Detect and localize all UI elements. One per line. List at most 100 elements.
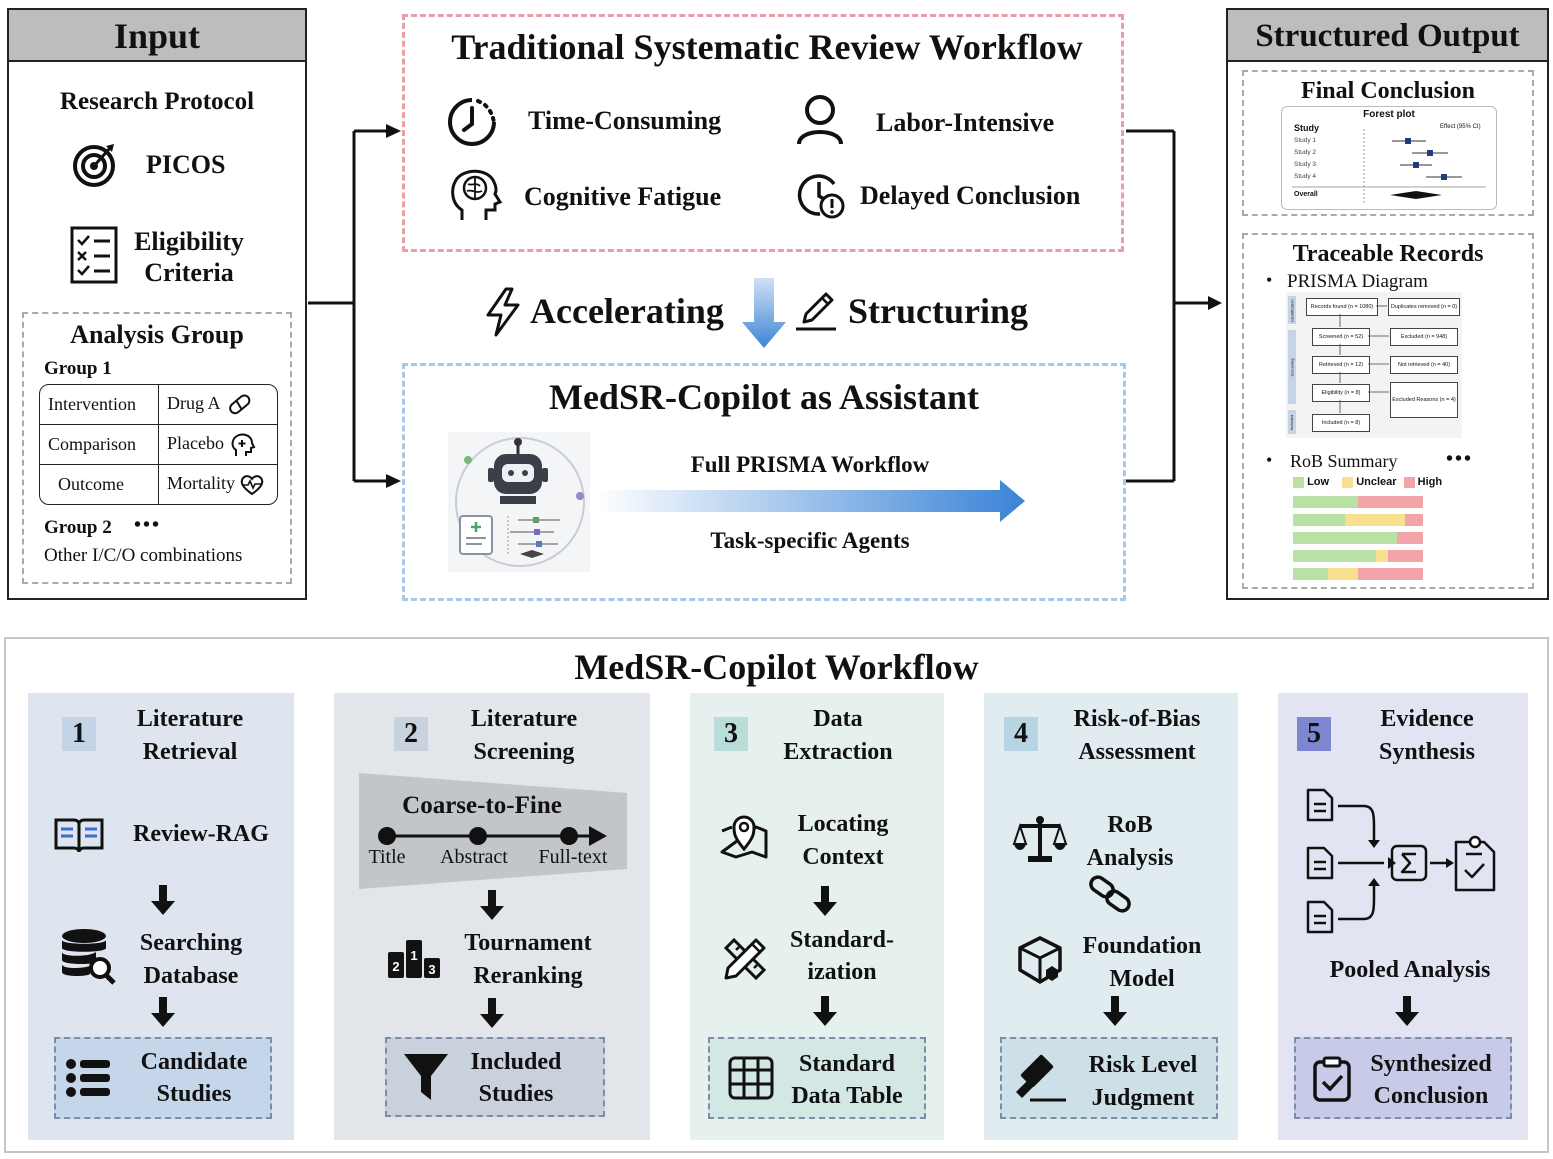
prisma-included: Included (n = 8): [1312, 414, 1370, 432]
candidate-studies-2: Studies: [156, 1081, 232, 1107]
stage-title: Title: [368, 846, 406, 868]
tournament-reranking-1: Tournament: [464, 930, 592, 956]
prisma-side-included: Included: [1288, 410, 1296, 434]
arrow-down-icon: [1395, 996, 1419, 1026]
list-icon: [66, 1059, 110, 1097]
rob-segment-low: [1293, 532, 1397, 544]
prisma-side-screening: Screening: [1288, 330, 1296, 404]
value-text: Placebo: [167, 432, 224, 453]
prisma-screened: Screened (n = 52): [1312, 328, 1370, 346]
value-cell: Mortality: [159, 465, 277, 504]
searching-database-1: Searching: [139, 930, 243, 956]
step-2-title-1: Literature: [470, 706, 578, 732]
arrow-down-icon: [813, 886, 837, 916]
prisma-excluded: Excluded (n = 948): [1390, 328, 1458, 346]
value-text: Drug A: [167, 392, 220, 413]
traditional-workflow-box: [402, 14, 1124, 252]
value-cell: Drug A: [159, 385, 277, 425]
cognitive-fatigue-label: Cognitive Fatigue: [524, 182, 722, 211]
clock-icon: [448, 98, 496, 146]
output-header: Structured Output: [1226, 8, 1549, 62]
step-2-title-2: Screening: [473, 739, 575, 765]
forest-study-header: Study: [1294, 123, 1320, 133]
tournament-reranking-2: Reranking: [473, 963, 583, 989]
rob-segment-high: [1387, 550, 1423, 562]
legend-swatch-unclear: [1342, 476, 1354, 488]
review-rag-label: Review-RAG: [133, 821, 269, 847]
foundation-model-1: Foundation: [1082, 933, 1202, 959]
included-studies-1: Included: [470, 1049, 562, 1075]
rob-legend: Low Unclear High: [1293, 476, 1442, 488]
standardization-2: ization: [807, 959, 877, 985]
scales-icon: [1012, 816, 1068, 862]
synthesized-conclusion-2: Conclusion: [1373, 1083, 1489, 1109]
brain-head-icon: [451, 169, 503, 220]
table-row: Outcome Mortality: [40, 465, 277, 504]
arrow-down-icon: [480, 890, 504, 920]
rob-segment-unclear: [1328, 568, 1358, 580]
group1-label: Group 1: [44, 358, 112, 379]
included-studies-2: Studies: [478, 1081, 554, 1107]
copilot-assistant-title: MedSR-Copilot as Assistant: [548, 377, 980, 417]
legend-unclear: Unclear: [1356, 476, 1397, 489]
other-combinations: Other I/C/O combinations: [44, 545, 243, 566]
svg-text:1: 1: [410, 948, 417, 963]
table-row: Intervention Drug A: [40, 385, 277, 425]
prisma-reasons: Excluded Reasons (n = 4): [1390, 382, 1458, 418]
funnel-band: [359, 773, 627, 889]
candidate-studies-1: Candidate: [140, 1049, 248, 1075]
connector-lines: [308, 124, 1222, 488]
eligibility-label-2: Criteria: [144, 258, 234, 287]
rob-ellipsis: •••: [1446, 448, 1474, 470]
step-1-number: 1: [62, 717, 96, 751]
prisma-side-identification: Identification: [1288, 296, 1296, 324]
structuring-label: Structuring: [848, 291, 1028, 331]
prisma-records: Records found (n = 1080): [1306, 298, 1378, 316]
arrow-down-icon: [1103, 996, 1127, 1026]
locating-context-2: Context: [802, 844, 884, 870]
podium-icon: 2 1 3: [388, 940, 440, 978]
input-header-text: Input: [113, 16, 201, 56]
rob-analysis-1: RoB: [1107, 812, 1153, 838]
step-3-title-2: Extraction: [783, 739, 893, 765]
stage-abstract: Abstract: [440, 846, 508, 868]
down-arrow-icon: [742, 278, 786, 348]
arrow-down-icon: [151, 885, 175, 915]
head-plus-icon: [232, 433, 256, 456]
arrow-down-icon: [813, 996, 837, 1026]
group1-table: Intervention Drug A Comparison Placebo O…: [39, 384, 278, 505]
ruler-pencil-icon: [723, 937, 767, 981]
rob-segment-unclear: [1376, 550, 1388, 562]
traceable-records-box: [1242, 233, 1534, 589]
rob-segment-low: [1293, 568, 1329, 580]
rob-segment-unclear: [1345, 514, 1405, 526]
forest-plot: Forest plot Study Effect (95% CI) Study …: [1281, 106, 1497, 210]
legend-high: High: [1417, 476, 1443, 489]
filter-icon: [404, 1054, 448, 1100]
forest-study-3: Study 3: [1294, 161, 1317, 168]
forest-study-4: Study 4: [1294, 173, 1317, 180]
clipboard-check-icon: [1313, 1056, 1351, 1102]
locating-context-1: Locating: [797, 811, 889, 837]
svg-text:3: 3: [428, 962, 435, 977]
full-prisma-label: Full PRISMA Workflow: [690, 452, 930, 477]
value-cell: Placebo: [159, 425, 277, 465]
traditional-title: Traditional Systematic Review Workflow: [451, 27, 1083, 67]
role-cell: Intervention: [40, 385, 159, 425]
map-pin-icon: [720, 815, 768, 859]
rob-segment-low: [1293, 514, 1345, 526]
rob-segment-high: [1404, 514, 1423, 526]
workflow-arrow: [595, 480, 1025, 522]
step-4-number: 4: [1004, 717, 1038, 751]
time-consuming-label: Time-Consuming: [528, 106, 722, 135]
legend-swatch-high: [1403, 476, 1415, 488]
step-1-title-1: Literature: [136, 706, 244, 732]
standard-data-table-2: Data Table: [791, 1083, 903, 1109]
rob-segment-low: [1293, 496, 1358, 508]
legend-swatch-low: [1293, 476, 1304, 488]
prisma-diagram: Identification Screening Included Record…: [1286, 292, 1462, 438]
input-header: Input: [7, 8, 307, 62]
heart-pulse-icon: [240, 475, 263, 496]
prisma-retrieved: Retrieved (n = 12): [1312, 356, 1370, 374]
role-cell: Comparison: [40, 425, 159, 465]
